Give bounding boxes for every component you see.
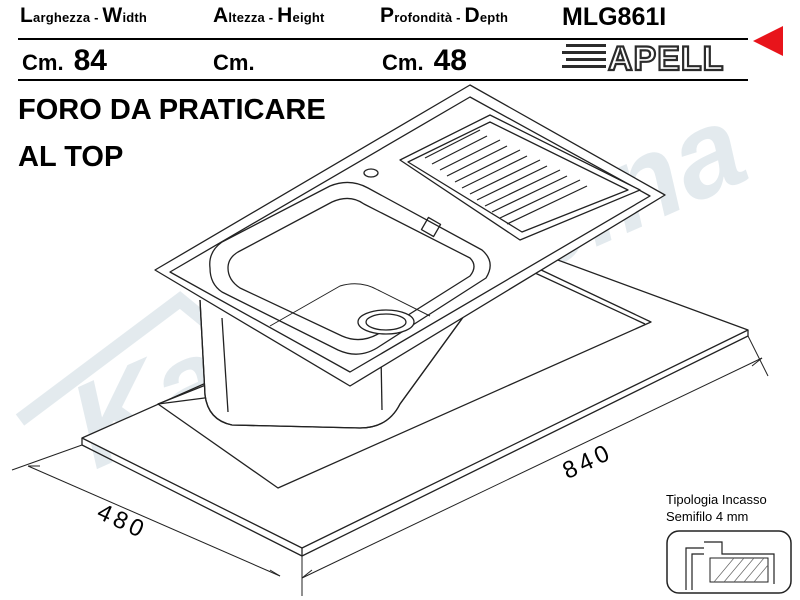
installation-spec-label: Semifilo 4 mm — [666, 509, 749, 524]
overflow-icon — [420, 216, 442, 238]
tap-hole-icon — [363, 168, 379, 178]
red-arrow-icon — [753, 26, 783, 56]
width-value: Cm.84 — [22, 44, 107, 77]
semiflush-detail-icon — [666, 530, 792, 594]
header-rule-top — [18, 38, 748, 40]
depth-label: Profondità - Depth — [380, 4, 509, 27]
height-value: Cm. — [213, 50, 255, 75]
dimension-lines — [11, 335, 769, 596]
title-line-1: FORO DA PRATICARE — [18, 94, 326, 126]
product-code: MLG861I — [562, 3, 667, 31]
header-rule-bottom — [18, 79, 748, 81]
apell-logo: APELL — [560, 39, 750, 81]
drainer-ribs — [424, 129, 588, 225]
width-label: Larghezza - Width — [20, 4, 148, 27]
height-label: Altezza - Height — [213, 4, 325, 27]
installation-type-label: Tipologia Incasso — [666, 492, 767, 507]
brand-name: APELL — [608, 40, 724, 76]
sink-top — [154, 84, 666, 387]
depth-value: Cm.48 — [382, 44, 467, 77]
title-line-2: AL TOP — [18, 141, 124, 173]
